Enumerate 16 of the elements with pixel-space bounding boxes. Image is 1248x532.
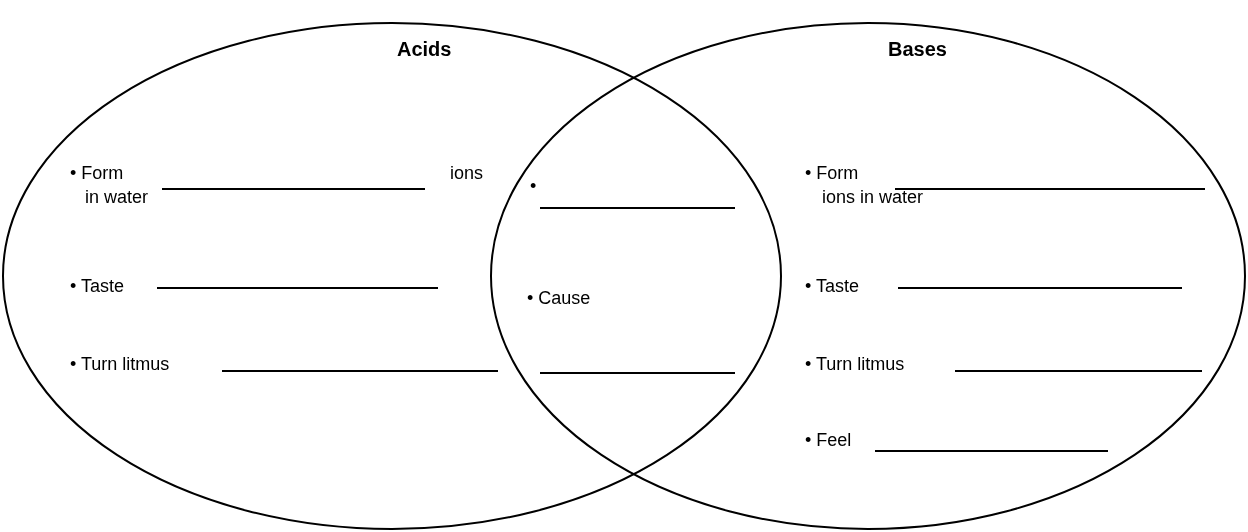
prompt-text: • Feel (805, 429, 852, 451)
prompt-text: • Taste (70, 275, 124, 297)
prompt-text: • (530, 175, 537, 197)
venn-ellipse (490, 22, 1246, 530)
prompt-text: • Turn litmus (805, 353, 905, 375)
prompt-text: ions in water (822, 186, 924, 208)
circle-heading: Bases (888, 38, 947, 61)
prompt-text: • Form (805, 162, 859, 184)
prompt-text: • Cause (527, 287, 591, 309)
prompt-text: • Turn litmus (70, 353, 170, 375)
circle-heading: Acids (397, 38, 452, 61)
prompt-text: in water (85, 186, 149, 208)
prompt-text: • Form (70, 162, 124, 184)
prompt-text: ions (450, 162, 484, 184)
venn-ellipse (2, 22, 782, 530)
prompt-text: • Taste (805, 275, 859, 297)
